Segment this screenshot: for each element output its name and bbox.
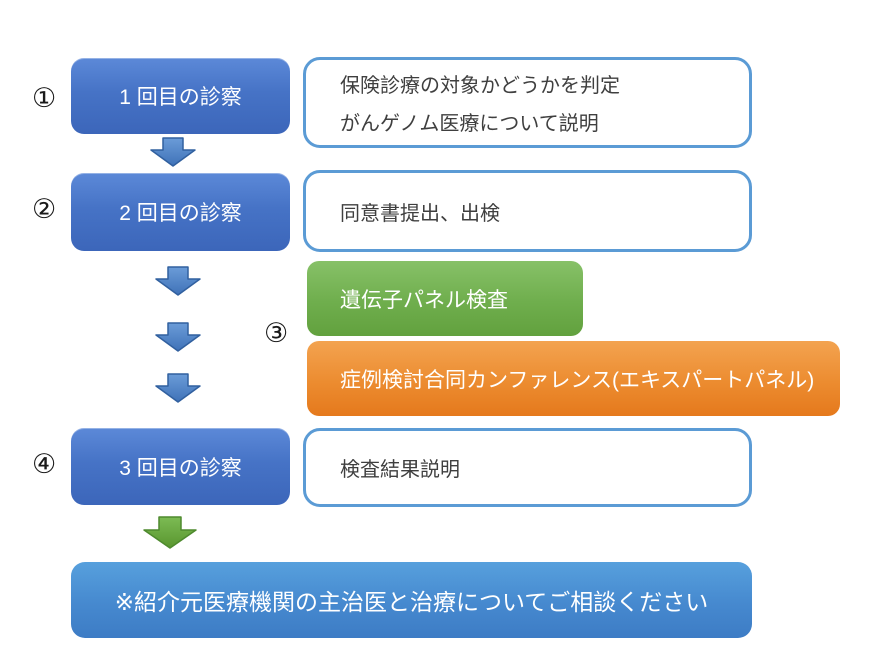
down-arrow-icon [150,137,196,167]
green-down-arrow-icon [143,516,197,549]
step-1-label: 1 回目の診察 [119,86,242,109]
step-1-note-2: がんゲノム医療について説明 [340,113,599,135]
step-4-box: 3 回目の診察 [71,428,290,505]
step-4-note-1: 検査結果説明 [340,459,460,481]
step-1-box: 1 回目の診察 [71,58,290,134]
step-1-number: ① [32,83,57,114]
panel-test-label: 遺伝子パネル検査 [340,288,508,312]
footer-note-box: ※紹介元医療機関の主治医と治療についてご相談ください [71,562,752,638]
down-arrow-icon [155,266,201,296]
step-2-number: ② [32,194,57,225]
step-1-callout: 保険診療の対象かどうかを判定 がんゲノム医療について説明 [303,57,752,148]
conference-label: 症例検討合同カンファレンス(エキスパートパネル) [340,368,815,392]
footer-note-text: ※紹介元医療機関の主治医と治療についてご相談ください [114,589,709,615]
step-3-number: ③ [264,318,289,349]
down-arrow-icon [155,373,201,403]
step-2-box: 2 回目の診察 [71,173,290,251]
step-4-callout: 検査結果説明 [303,428,752,507]
step-4-label: 3 回目の診察 [119,456,242,480]
step-2-note-1: 同意書提出、出検 [340,202,500,225]
step-1-note-1: 保険診療の対象かどうかを判定 [340,75,620,97]
step-4-number: ④ [32,449,57,480]
step-2-label: 2 回目の診察 [119,202,242,225]
step-2-callout: 同意書提出、出検 [303,170,752,252]
down-arrow-icon [155,322,201,352]
conference-box: 症例検討合同カンファレンス(エキスパートパネル) [307,341,840,416]
panel-test-box: 遺伝子パネル検査 [307,261,583,336]
